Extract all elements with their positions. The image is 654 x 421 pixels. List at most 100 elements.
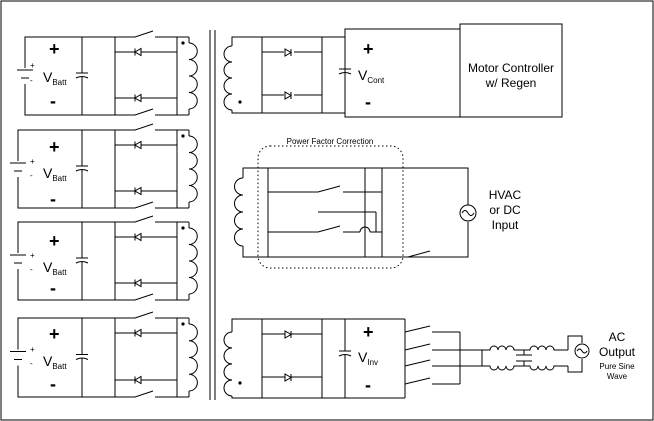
module-bottom-switch [115,201,154,209]
battery-voltage-label: VBatt [43,69,67,87]
winding-polarity-dot [181,322,185,326]
battery-module-stack [10,30,198,398]
battery-module-4 [10,311,198,398]
pfc-switch-upper [268,185,341,193]
module-primary-winding [188,135,198,203]
module-top-left-rail [17,129,115,161]
battery-module-3 [10,215,198,301]
cell-minus-sign: - [30,76,33,85]
cell-plus-sign: + [30,157,35,166]
winding-polarity-dot [181,226,185,230]
motor-controller-subtitle: w/ Regen [485,76,537,90]
motor-secondary-winding [223,45,233,111]
output-label-line2: Output [599,345,636,359]
negative-terminal-sign: - [50,91,56,111]
module-top-switch [115,311,154,319]
module-bottom-diode [134,186,142,196]
inverter-section: + - VInv AC Output Pure Sine Wave [223,318,636,399]
module-primary-winding [188,42,198,110]
cont-positive-sign: + [363,39,374,59]
battery-module-2-labels: + - VBatt + - [30,137,67,209]
inverter-switch-3 [404,359,431,367]
pfc-section: Power Factor Correction HVAC or DC Input [234,137,522,269]
negative-terminal-sign: - [50,278,56,298]
inverter-switch-1 [404,325,431,333]
ac-source-symbol [459,204,477,222]
winding-polarity-dot [238,381,242,385]
inverter-diode-bottom [262,373,322,382]
pfc-title: Power Factor Correction [287,137,374,146]
module-top-left-rail [17,221,115,253]
winding-polarity-dot [181,134,185,138]
module-bottom-switch [115,108,154,116]
output-note-line2: Wave [607,372,628,381]
inverter-switch-4 [404,377,431,385]
battery-voltage-label: VBatt [43,353,67,371]
output-note-line1: Pure Sine [599,362,635,371]
cont-negative-sign: - [365,92,371,112]
inverter-switch-2 [404,343,431,351]
motor-diode-top [262,48,322,57]
module-bottom-left-rail [17,365,115,398]
motor-top-rail [231,36,345,46]
module-bottom-diode [134,93,142,103]
positive-terminal-sign: + [49,231,60,251]
filter-inductor-bottom-1 [482,365,524,371]
module-cap-plate-bottom [75,169,89,172]
output-label-line1: AC [609,330,626,344]
input-label-line3: Input [492,218,519,232]
pfc-bottom-rail [242,222,469,258]
winding-polarity-dot [181,41,185,45]
cell-plus-sign: + [30,251,35,260]
cell-minus-sign: - [30,171,33,180]
negative-terminal-sign: - [50,374,56,394]
module-bottom-diode [134,375,142,385]
module-bottom-diode [134,278,142,288]
module-primary-winding [188,227,198,295]
module-cap-plate-bottom [75,76,89,79]
module-cap-plate-bottom [75,261,89,264]
filter-inductor-bottom-2 [524,365,568,371]
inverter-diode-top [262,330,322,339]
module-top-diode [134,47,142,57]
inverter-secondary-winding [223,331,233,397]
positive-terminal-sign: + [49,324,60,344]
cell-plus-sign: + [30,61,35,70]
module-bottom-left-rail [17,177,115,209]
module-top-diode [134,140,142,150]
input-label-line2: or DC [489,203,521,217]
cell-minus-sign: - [30,265,33,274]
battery-module-1 [17,30,198,116]
ac-output-source-symbol [574,343,590,359]
inv-cap-plate-bottom [338,354,352,357]
ac-source-sine [461,210,475,216]
module-cap-plate-bottom [75,357,89,360]
battery-voltage-label: VBatt [43,165,67,183]
module-bottom-left-rail [17,269,115,301]
module-bottom-left-rail [24,84,115,116]
input-label-line1: HVAC [489,188,522,202]
motor-controller-title: Motor Controller [468,61,554,75]
cell-plus-sign: + [30,345,35,354]
module-top-diode [134,328,142,338]
battery-module-1-labels: + - VBatt + - [30,39,67,111]
module-top-switch [115,30,154,38]
module-bottom-switch [115,390,154,398]
battery-module-3-labels: + - VBatt + - [30,231,67,298]
winding-polarity-dot [238,100,242,104]
inverter-top-rail [231,318,405,332]
pfc-input-switch [407,250,431,258]
battery-module-2 [10,123,198,209]
pfc-boundary [257,145,404,269]
module-top-switch [115,123,154,131]
inv-voltage-label: VInv [358,349,378,367]
motor-bottom-rail [231,110,345,114]
cont-voltage-label: VCont [358,67,385,85]
positive-terminal-sign: + [49,137,60,157]
motor-diode-bottom [262,91,322,100]
filter-inductor-top-1 [482,345,524,351]
pfc-secondary-winding [234,177,244,247]
